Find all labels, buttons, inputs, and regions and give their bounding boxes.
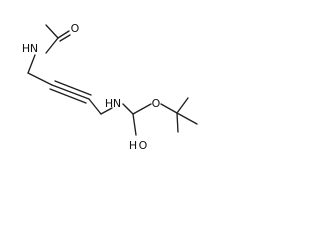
nitrogen-to-methylene-bond xyxy=(27,54,36,74)
middle-hydrogen-label: H xyxy=(105,97,113,110)
middle-nitrogen-label: N xyxy=(113,97,121,110)
top-oxygen-label: O xyxy=(71,22,80,35)
ester-oxygen-label: O xyxy=(152,97,161,110)
methyl-to-carbonyl-bond xyxy=(45,24,59,39)
methylene-to-alkyne-bond xyxy=(27,72,53,86)
methylene-to-nitrogen-bond xyxy=(100,107,113,115)
alkyne-bond-2 xyxy=(54,80,92,96)
alkyne-bond-1 xyxy=(51,84,90,100)
tert-butyl-right-bond xyxy=(176,112,198,125)
tert-butyl-upper-bond xyxy=(176,97,189,114)
molecule-svg: N H O N H O O H xyxy=(22,22,198,152)
ester-oxygen-to-tert-carbon-bond xyxy=(160,103,178,114)
alkyne-to-methylene-bond xyxy=(88,98,102,115)
chemical-structure-diagram: N H O N H O O H xyxy=(0,0,234,162)
top-nitrogen-label: N xyxy=(30,42,38,55)
nitrogen-to-carbonyl-bond xyxy=(122,103,134,115)
carbonyl-to-oxygen-bond-2 xyxy=(59,34,71,42)
carbonyl-to-oxygen-bond-1 xyxy=(57,30,70,39)
carbonyl-to-nitrogen-bond xyxy=(45,37,59,54)
top-hydrogen-label: H xyxy=(22,42,30,55)
carbonyl-to-ester-oxygen-bond xyxy=(132,103,152,115)
carbonyl-to-lower-oxygen-bond xyxy=(132,113,137,136)
alkyne-bond-3 xyxy=(49,88,87,104)
carbonyl-hydrogen-label: H xyxy=(129,139,137,152)
tert-butyl-lower-bond xyxy=(176,112,179,133)
carbonyl-oxygen-label: O xyxy=(139,139,148,152)
